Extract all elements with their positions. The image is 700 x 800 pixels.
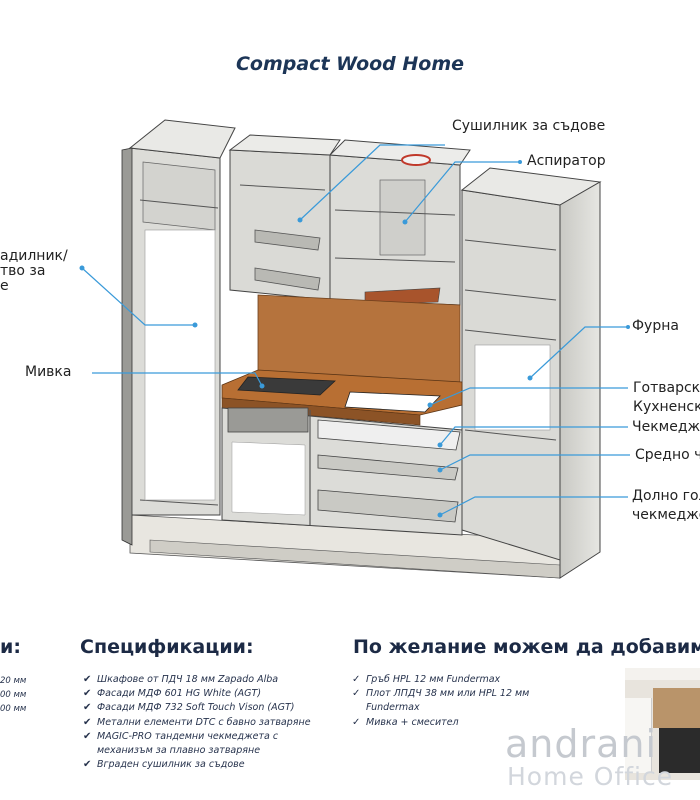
spec-item: ✔Вграден сушилник за съдове xyxy=(83,758,311,772)
callout-bottom-line1: Долно гол xyxy=(632,488,700,504)
dimension-item: 00 мм xyxy=(0,690,27,700)
spec-item: ✔Шкафове от ПДЧ 18 мм Zapado Alba xyxy=(83,673,311,687)
option-item: ✓Мивка + смесител xyxy=(352,716,529,730)
check-circle-icon: ✔ xyxy=(83,730,92,742)
options-list: ✓Гръб HPL 12 мм Fundermax ✓Плот ЛПДЧ 38 … xyxy=(352,673,529,730)
check-icon: ✓ xyxy=(352,674,361,685)
callout-dish-dryer: Сушилник за съдове xyxy=(452,118,606,134)
spec-item: ✔Фасади МДФ 601 HG White (AGT) xyxy=(83,687,311,701)
dimensions-list: 20 мм 00 мм 00 мм xyxy=(0,674,26,716)
spec-item: ✔Метални елементи DTC с бавно затваряне xyxy=(83,716,311,730)
spec-item: ✔MAGIC-PRO тандемни чекмеджета с xyxy=(83,730,311,744)
spec-item: ✔Фасади МДФ 732 Soft Touch Vison (AGT) xyxy=(83,701,311,715)
callout-cooktop-line2: Кухненск xyxy=(633,399,700,415)
callout-hood: Аспиратор xyxy=(527,153,606,169)
brand-watermark: andrani xyxy=(505,722,658,766)
spec-item-continuation: механизъм за плавно затваряне xyxy=(97,745,261,757)
option-item: ✓Гръб HPL 12 мм Fundermax xyxy=(352,673,529,687)
callout-oven: Фурна xyxy=(632,318,679,334)
callout-fridge-line3: е xyxy=(0,278,9,294)
option-item-continuation: Fundermax xyxy=(366,702,420,714)
check-icon: ✔ xyxy=(83,759,92,771)
dimensions-heading: и: xyxy=(0,636,21,658)
options-heading: По желание можем да добавим xyxy=(353,636,700,658)
check-circle-icon: ✔ xyxy=(83,688,92,700)
callout-middle-drawer: Средно ч xyxy=(635,447,700,463)
callout-cooktop-line1: Готварск xyxy=(633,380,700,396)
callout-fridge-line2: тво за xyxy=(0,263,46,279)
check-circle-icon: ✔ xyxy=(83,674,92,685)
callout-drawer: Чекмедж xyxy=(632,419,700,435)
specs-list: ✔Шкафове от ПДЧ 18 мм Zapado Alba ✔Фасад… xyxy=(83,673,311,772)
brand-watermark-subtitle: Home Office xyxy=(507,762,674,791)
callout-sink: Мивка xyxy=(25,364,72,380)
dimension-item: 20 мм xyxy=(0,676,27,686)
check-circle-icon: ✔ xyxy=(83,702,92,714)
product-photo xyxy=(625,668,700,780)
dimension-item: 00 мм xyxy=(0,704,27,714)
specs-heading: Спецификации: xyxy=(80,636,254,658)
callout-bottom-line2: чекмедже xyxy=(632,507,700,523)
check-icon: ✓ xyxy=(352,716,361,728)
check-circle-icon: ✔ xyxy=(83,716,92,728)
check-icon: ✓ xyxy=(352,688,361,700)
page-title: Compact Wood Home xyxy=(235,53,465,75)
callout-fridge-line1: адилник/ xyxy=(0,248,68,264)
option-item: ✓Плот ЛПДЧ 38 мм или HPL 12 мм xyxy=(352,687,529,701)
